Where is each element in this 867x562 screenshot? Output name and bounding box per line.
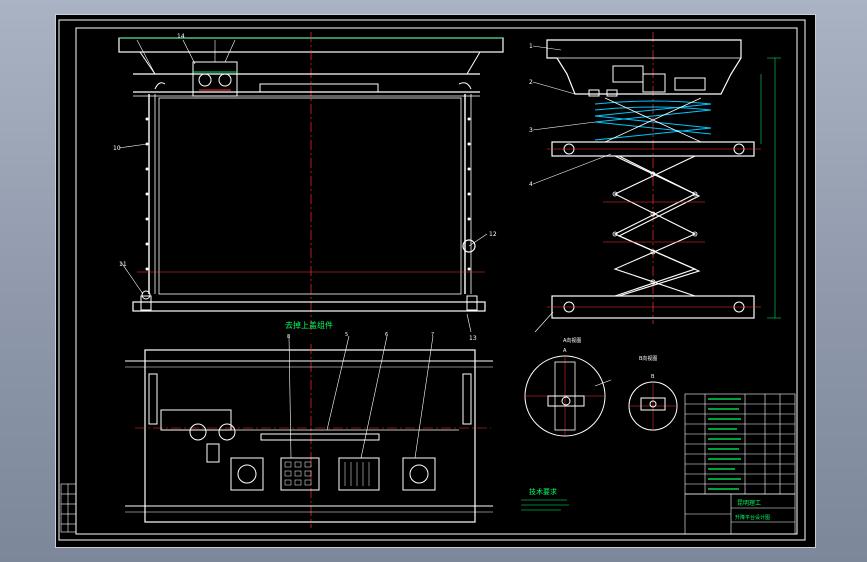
- front-view: 10 11 12 13 14: [113, 32, 504, 342]
- leader-label: 13: [469, 335, 477, 342]
- leader-label: 6: [385, 332, 388, 338]
- component-motor: [230, 457, 264, 491]
- component-reducer: [402, 457, 436, 491]
- leader-label: 5: [345, 332, 348, 338]
- view-a-label: A向视图: [563, 337, 581, 344]
- title-block: [684, 493, 796, 535]
- parts-list: [684, 393, 796, 495]
- section-b-label: B: [651, 374, 655, 380]
- section-b: B向视图 B: [628, 355, 678, 431]
- plan-view: 去掉上盖组件 5 6 7 8 技术要求: [125, 320, 569, 528]
- plan-outline: [144, 349, 476, 523]
- cad-drawing: 10 11 12 13 14: [58, 19, 806, 541]
- section-a: A: [524, 348, 612, 437]
- notes-title: 技术要求: [529, 487, 557, 496]
- leader-label: 1: [529, 43, 533, 50]
- top-housing: [546, 39, 742, 95]
- component-transformer: [338, 457, 380, 491]
- spring: [594, 100, 712, 141]
- inner-frame: [75, 27, 798, 535]
- leader-label: 10: [113, 145, 121, 152]
- view-b-label: B向视图: [639, 355, 657, 362]
- leader-label: 3: [529, 127, 533, 134]
- left-chain: [145, 117, 149, 271]
- side-view: 1 2 3 4 A向视图: [529, 32, 781, 344]
- plan-annotation: 去掉上盖组件: [285, 320, 333, 330]
- right-chain: [467, 117, 471, 271]
- leader-label: 7: [431, 332, 434, 338]
- front-panel: [158, 97, 462, 295]
- title-drawing-name: 升降平台设计图: [735, 514, 770, 521]
- leader-label: 12: [489, 231, 497, 238]
- section-a-label: A: [563, 348, 567, 354]
- pulley-block: [192, 61, 238, 97]
- revision-block: [60, 483, 77, 533]
- cad-viewport[interactable]: 10 11 12 13 14: [55, 14, 816, 548]
- bottom-platform: [132, 301, 486, 312]
- component-control-panel: [280, 457, 320, 491]
- leader-label: 4: [529, 181, 533, 188]
- leader-label: 14: [177, 33, 185, 40]
- outer-frame: [58, 19, 806, 541]
- bom-text: [708, 398, 741, 490]
- scissor-lift: [613, 155, 701, 297]
- leader-label: 2: [529, 79, 533, 86]
- leader-label: 11: [119, 261, 127, 268]
- title-company: 昆明理工: [737, 500, 761, 507]
- leader-label: 8: [287, 334, 290, 340]
